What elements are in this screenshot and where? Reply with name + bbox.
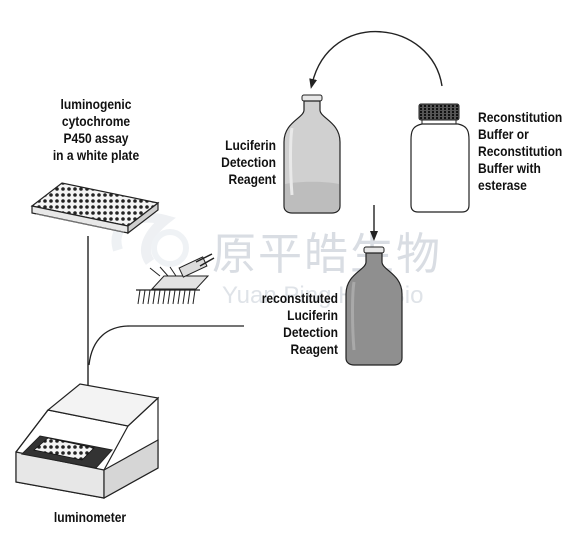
reconstituted-reagent-label-line: Luciferin (287, 307, 338, 323)
buffer-label-line: Buffer with (478, 160, 541, 176)
luminometer-label: luminometer (53, 509, 127, 525)
assay-label-line: in a white plate (52, 147, 140, 163)
reconstituted-reagent-label: reconstituted Luciferin Detection Reagen… (254, 290, 338, 358)
buffer-label-line: Reconstitution (478, 109, 563, 125)
reagent-addition-line (88, 325, 244, 366)
luciferin-reagent-bottle (283, 94, 341, 214)
luciferin-reagent-label-line: Luciferin (225, 137, 276, 153)
assay-label: luminogenic cytochrome P450 assay in a w… (44, 96, 147, 164)
buffer-label-line: esterase (478, 177, 527, 193)
watermark-chinese: 原平皓生物 (212, 229, 442, 280)
buffer-bottle (410, 103, 470, 213)
white-plate (30, 182, 160, 235)
assay-label-line: P450 assay (63, 130, 129, 146)
multichannel-pipette (136, 253, 215, 305)
reconstituted-reagent-label-line: reconstituted (261, 290, 338, 306)
reconstituted-reagent-bottle (345, 246, 403, 366)
reconstituted-reagent-label-line: Detection (283, 324, 338, 340)
assay-label-line: cytochrome (61, 113, 131, 129)
luciferin-reagent-label: Luciferin Detection Reagent (207, 137, 276, 188)
luminometer-device (15, 383, 160, 500)
buffer-label-line: Reconstitution (478, 143, 563, 159)
transfer-arc-arrow (309, 31, 443, 89)
buffer-label: Reconstitution Buffer or Reconstitution … (478, 109, 573, 194)
watermark-logo (111, 212, 189, 267)
reconstituted-reagent-label-line: Reagent (290, 341, 338, 357)
assay-label-line: luminogenic (60, 96, 132, 112)
luciferin-reagent-label-line: Detection (221, 154, 276, 170)
luciferin-reagent-label-line: Reagent (228, 171, 276, 187)
buffer-label-line: Buffer or (478, 126, 529, 142)
